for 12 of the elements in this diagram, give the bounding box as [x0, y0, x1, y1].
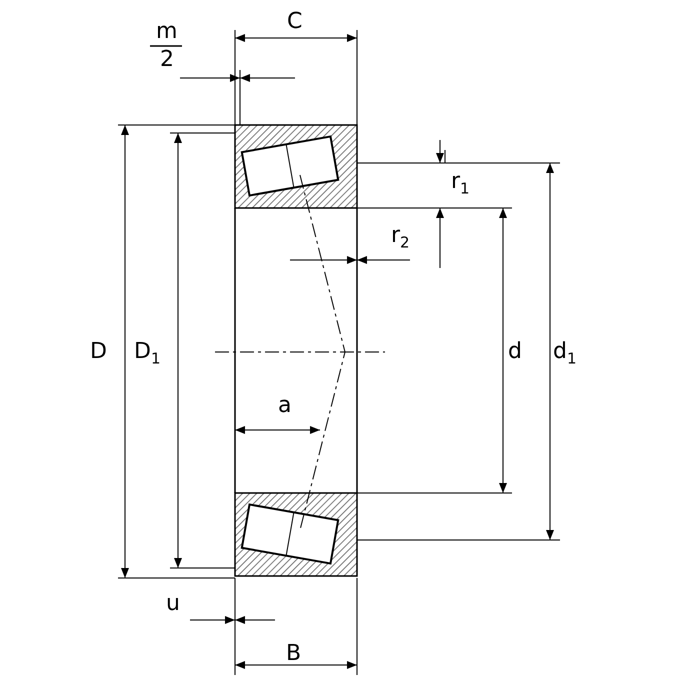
dimension-label: D — [90, 340, 107, 364]
dimension-label: 2 — [160, 48, 174, 72]
dimension-label: r$_{1}$ — [451, 170, 470, 200]
dimension-label: C — [287, 10, 302, 34]
dimension-label: a — [278, 394, 292, 418]
dimension-label: m — [156, 20, 178, 44]
dimension-label: d — [508, 340, 522, 364]
dimension-label: B — [286, 642, 302, 666]
dimension-label: r$_{2}$ — [391, 224, 410, 254]
dimension-label: u — [166, 592, 180, 616]
dimension-label: d$_{1}$ — [553, 340, 577, 370]
dimension-label: D$_{1}$ — [134, 340, 160, 370]
